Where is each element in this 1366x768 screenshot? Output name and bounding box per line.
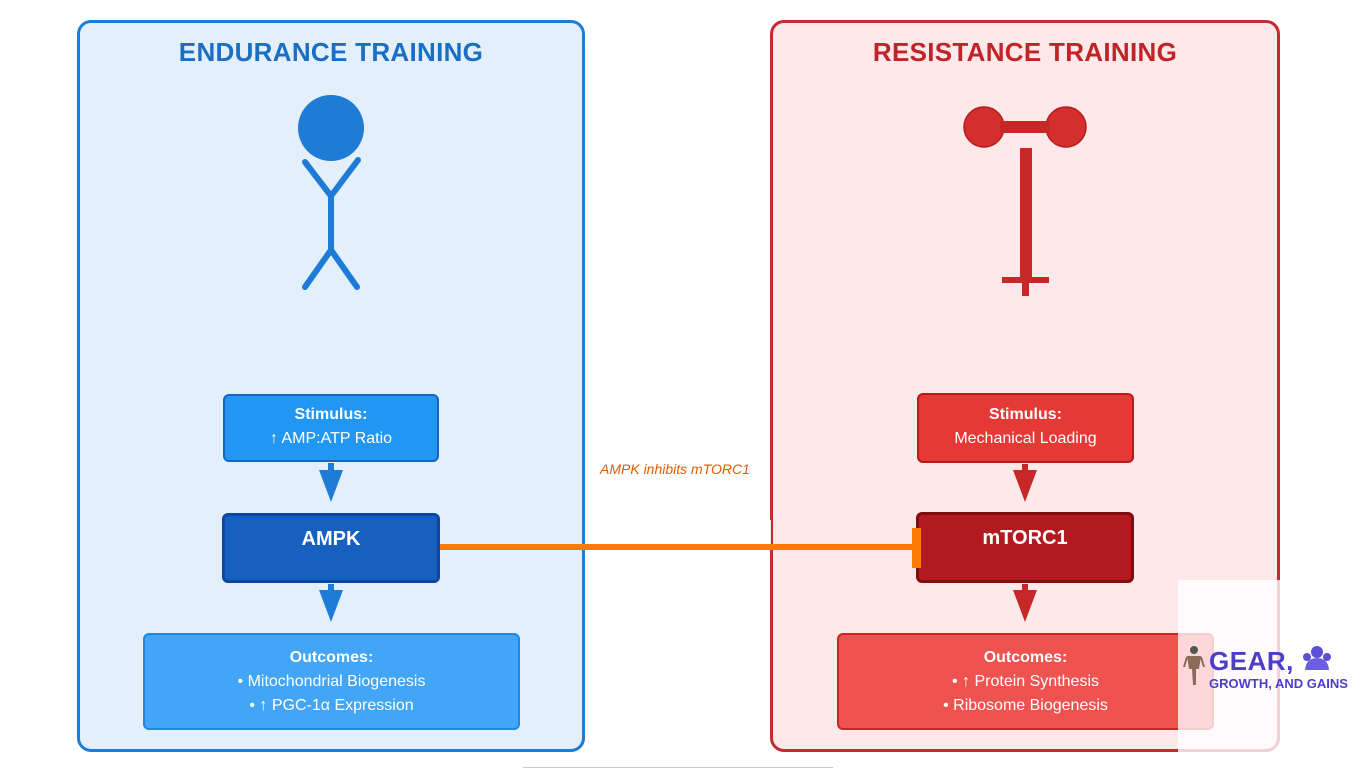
endurance-outcome-2: • ↑ PGC-1α Expression (249, 697, 414, 714)
endurance-stimulus-text: ↑ AMP:ATP Ratio (269, 430, 393, 447)
endurance-arrow-stimulus-to-ampk (319, 463, 343, 502)
resistance-outcome-2: • Ribosome Biogenesis (943, 697, 1108, 714)
resistance-arrow-mtorc1-to-outcomes (1013, 584, 1037, 622)
stick-figure-runner-icon (298, 95, 364, 290)
dumbbell-icon (963, 106, 1087, 296)
inhibition-bar (912, 528, 921, 568)
endurance-stimulus-heading: Stimulus: (294, 406, 368, 423)
watermark-backdrop (1178, 580, 1366, 756)
resistance-outcomes-heading: Outcomes: (983, 649, 1068, 666)
resistance-arrow-stimulus-to-mtorc1 (1013, 464, 1037, 502)
watermark-tagline: GROWTH, AND GAINS (1209, 676, 1348, 691)
watermark-brand: GEAR, (1209, 646, 1294, 676)
resistance-stimulus-heading: Stimulus: (989, 406, 1062, 423)
watermark-flex-icon (1303, 646, 1331, 670)
mtorc1-box: mTORC1 (916, 512, 1134, 583)
endurance-stimulus-box: Stimulus: ↑ AMP:ATP Ratio (223, 394, 439, 462)
resistance-title: RESISTANCE TRAINING (872, 37, 1178, 67)
resistance-stimulus-box: Stimulus: Mechanical Loading (917, 393, 1134, 463)
endurance-outcomes-heading: Outcomes: (289, 649, 374, 666)
resistance-stimulus-text: Mechanical Loading (954, 430, 1097, 447)
ampk-box: AMPK (222, 513, 440, 583)
mtorc1-label: mTORC1 (982, 527, 1068, 549)
endurance-outcome-1: • Mitochondrial Biogenesis (237, 673, 426, 690)
resistance-outcomes-box: Outcomes: • ↑ Protein Synthesis • Riboso… (837, 633, 1214, 730)
bodybuilder-logo-icon (1183, 646, 1205, 685)
resistance-outcome-1: • ↑ Protein Synthesis (952, 673, 1099, 690)
endurance-outcomes-box: Outcomes: • Mitochondrial Biogenesis • ↑… (143, 633, 520, 730)
endurance-arrow-ampk-to-outcomes (319, 584, 343, 622)
endurance-title: ENDURANCE TRAINING (178, 37, 484, 67)
inhibition-label: AMPK inhibits mTORC1 (600, 461, 750, 477)
ampk-label: AMPK (301, 528, 361, 550)
